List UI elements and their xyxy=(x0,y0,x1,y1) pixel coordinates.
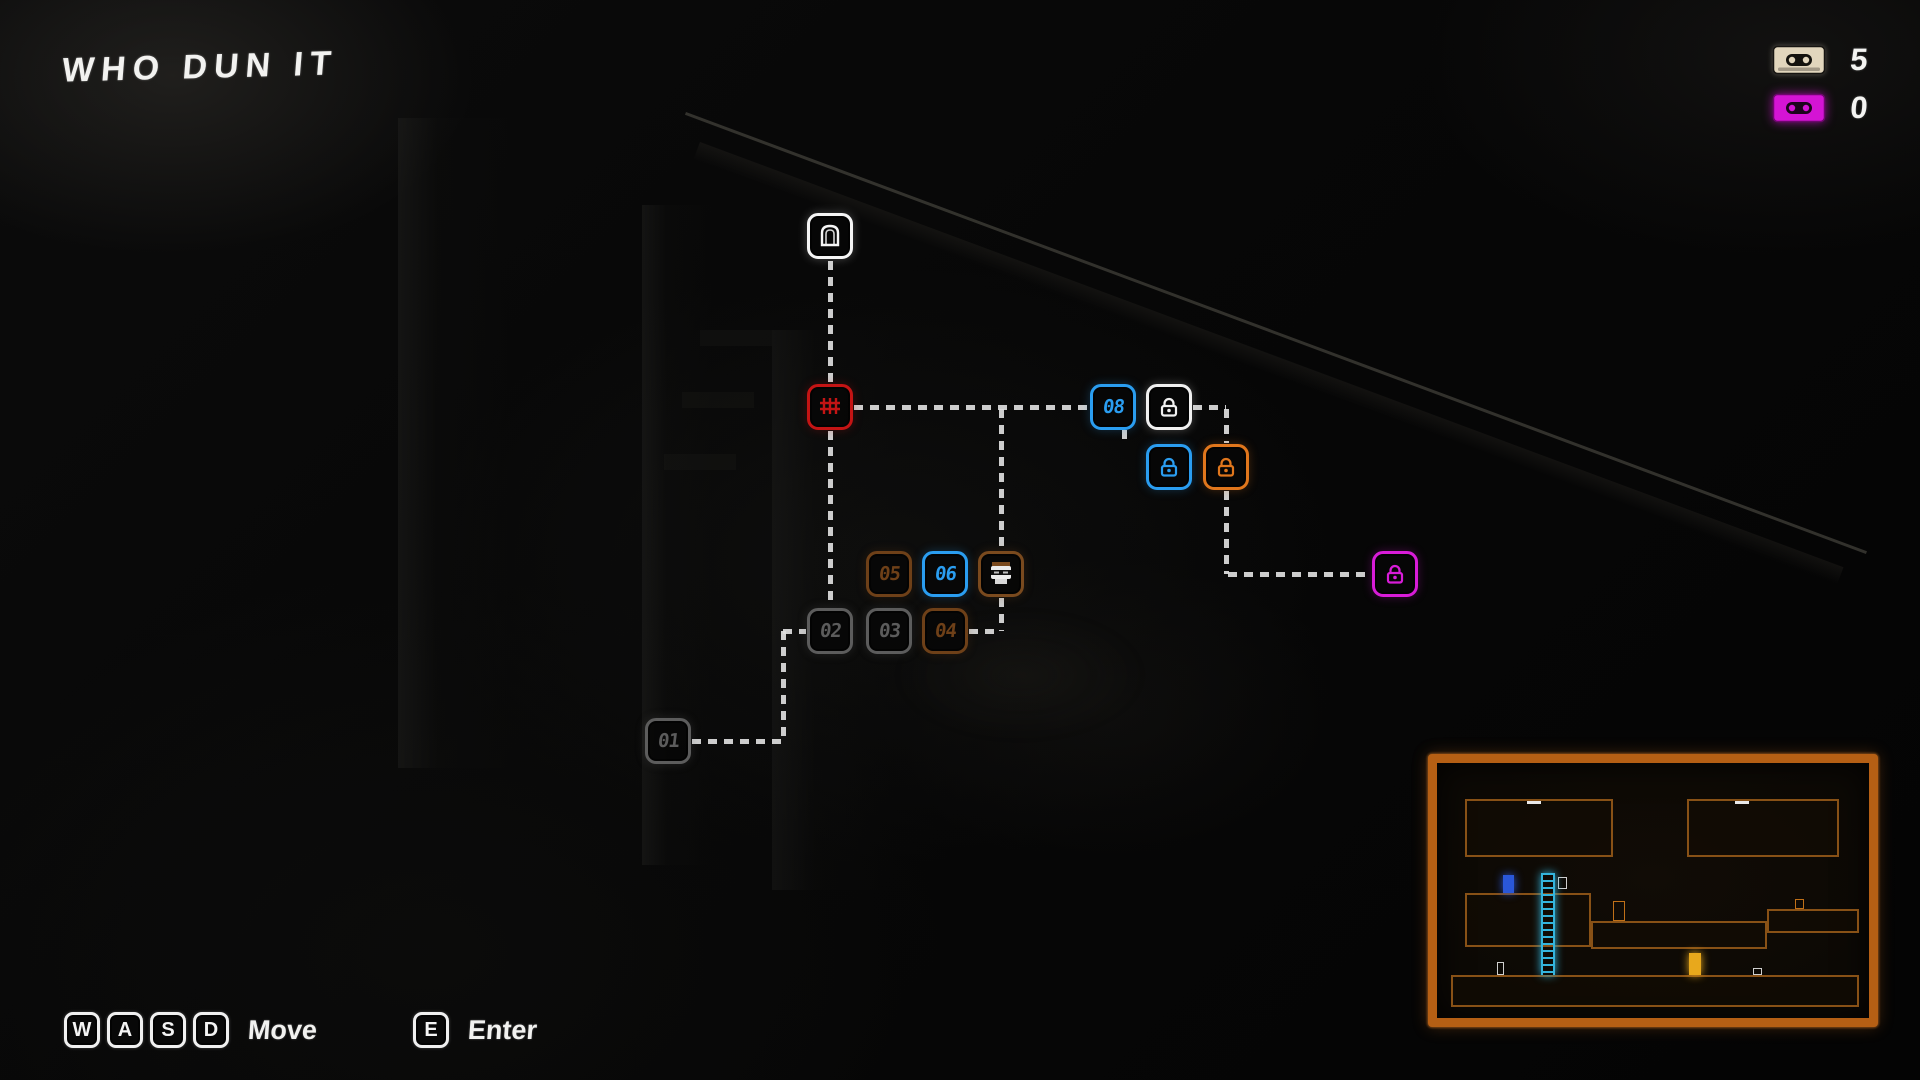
collectible-counters: 5 0 xyxy=(1772,42,1876,126)
level-number: 04 xyxy=(933,620,957,642)
minimap-item-orange xyxy=(1795,899,1804,909)
map-node-gate[interactable] xyxy=(807,384,853,430)
lock-icon xyxy=(1386,564,1404,584)
minimap-item-white xyxy=(1753,968,1762,975)
tape-count-white: 5 xyxy=(1848,42,1870,77)
map-path xyxy=(1121,430,1127,444)
map-path xyxy=(783,628,806,634)
level-number: 05 xyxy=(877,563,901,585)
map-node-lock-blue[interactable] xyxy=(1146,444,1192,490)
background-step xyxy=(682,392,754,408)
map-node-level-06[interactable]: 06 xyxy=(922,551,968,597)
tape-counter-white: 5 xyxy=(1772,42,1876,78)
level-number: 02 xyxy=(818,620,842,642)
map-path xyxy=(780,631,786,741)
map-node-player xyxy=(978,551,1024,597)
key-s-icon: S xyxy=(150,1012,186,1048)
level-number: 03 xyxy=(877,620,901,642)
map-node-level-02[interactable]: 02 xyxy=(807,608,853,654)
move-label: Move xyxy=(246,1014,319,1045)
minimap-ladder xyxy=(1541,873,1555,975)
level-number: 06 xyxy=(933,563,957,585)
map-node-level-03[interactable]: 03 xyxy=(866,608,912,654)
tape-count-magenta: 0 xyxy=(1848,90,1870,125)
lock-icon xyxy=(1160,397,1178,417)
map-path xyxy=(1223,409,1229,443)
minimap-mark-right xyxy=(1735,801,1749,804)
map-node-exit-door[interactable] xyxy=(807,213,853,259)
minimap-npc-white xyxy=(1558,877,1567,889)
minimap-item-bottle xyxy=(1497,962,1504,975)
map-path xyxy=(827,431,833,607)
map-path xyxy=(1228,571,1371,577)
map-node-level-04[interactable]: 04 xyxy=(922,608,968,654)
key-a-icon: A xyxy=(107,1012,143,1048)
minimap-mark-left xyxy=(1527,801,1541,804)
background-step xyxy=(664,454,736,470)
minimap-platform xyxy=(1451,975,1859,1007)
player-character-icon xyxy=(991,562,1011,584)
minimap-platform xyxy=(1591,921,1767,949)
minimap-platform xyxy=(1767,909,1859,933)
map-path xyxy=(692,738,783,744)
map-path xyxy=(1193,404,1226,410)
map-path xyxy=(998,409,1004,550)
door-icon xyxy=(820,224,840,247)
minimap-player-blue xyxy=(1503,875,1514,893)
fence-icon xyxy=(820,398,840,414)
minimap-platform xyxy=(1465,799,1613,857)
level-number: 08 xyxy=(1101,396,1125,418)
map-node-level-08[interactable]: 08 xyxy=(1090,384,1136,430)
cassette-magenta-icon xyxy=(1772,93,1826,123)
level-number: 01 xyxy=(656,730,680,752)
background-step xyxy=(700,330,772,346)
minimap-npc-yellow xyxy=(1689,953,1701,975)
lock-icon xyxy=(1160,457,1178,477)
key-w-icon: W xyxy=(64,1012,100,1048)
cassette-white-icon xyxy=(1772,45,1826,75)
game-title: WHO DUN IT xyxy=(60,44,340,90)
map-node-level-01[interactable]: 01 xyxy=(645,718,691,764)
background-pillar xyxy=(398,118,510,768)
map-path xyxy=(854,404,1089,410)
minimap-platform xyxy=(1687,799,1839,857)
key-d-icon: D xyxy=(193,1012,229,1048)
controls-hint: W A S D Move E Enter xyxy=(64,1012,539,1048)
key-e-icon: E xyxy=(413,1012,450,1048)
map-path xyxy=(998,598,1004,631)
map-node-lock-orange[interactable] xyxy=(1203,444,1249,490)
minimap-door-orange xyxy=(1613,901,1625,921)
map-path xyxy=(827,261,833,383)
map-node-lock-white[interactable] xyxy=(1146,384,1192,430)
map-path xyxy=(1223,491,1229,574)
map-path xyxy=(969,628,1001,634)
lock-icon xyxy=(1217,457,1235,477)
minimap-platform xyxy=(1465,893,1591,947)
tape-counter-magenta: 0 xyxy=(1772,90,1876,126)
minimap-scene xyxy=(1437,763,1869,1018)
level-preview-minimap xyxy=(1428,754,1878,1027)
map-node-level-05[interactable]: 05 xyxy=(866,551,912,597)
map-node-lock-magenta[interactable] xyxy=(1372,551,1418,597)
enter-label: Enter xyxy=(467,1014,539,1045)
